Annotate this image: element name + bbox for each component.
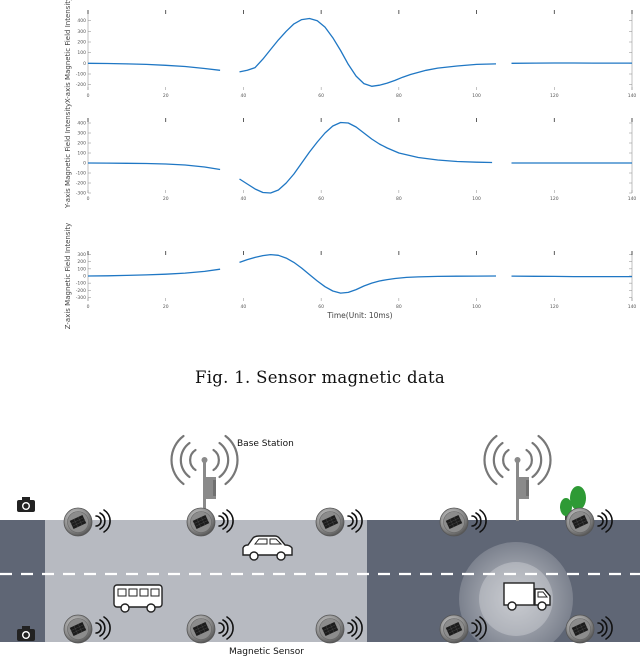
x-tick-label: 140 (628, 93, 637, 99)
y-tick-label: 300 (77, 29, 86, 35)
magnetic-sensor-label: Magnetic Sensor (229, 647, 304, 657)
x-tick-label: 0 (87, 93, 90, 99)
y-tick-label: 300 (77, 252, 86, 258)
x-tick-label: 0 (87, 196, 90, 202)
x-tick-label: 100 (472, 93, 481, 99)
series-line (87, 62, 221, 71)
series-line (239, 121, 493, 194)
y-tick-label: -100 (76, 72, 86, 78)
x-tick-label: 100 (472, 196, 481, 202)
x-tick-label: 40 (241, 196, 247, 202)
x-tick-label: 120 (550, 304, 559, 310)
x-tick-label: 120 (550, 196, 559, 202)
y-tick-label: 400 (77, 121, 86, 127)
y-tick-label: 200 (77, 141, 86, 147)
parking-road-illustration: Base Station (0, 434, 640, 667)
y-tick-label: 100 (77, 151, 86, 157)
y-tick-label: 200 (77, 40, 86, 46)
y-tick-label: -200 (76, 181, 86, 187)
x-tick-label: 80 (396, 304, 402, 310)
figure-caption: Fig. 1. Sensor magnetic data (194, 368, 446, 387)
y-tick-label: 0 (83, 161, 86, 167)
x-tick-label: 60 (318, 93, 324, 99)
y-tick-label: 100 (77, 266, 86, 272)
x-tick-label: 120 (550, 93, 559, 99)
x-tick-label: 0 (87, 304, 90, 310)
y-tick-label: 300 (77, 131, 86, 137)
y-tick-label: -200 (76, 82, 86, 88)
x-tick-label: 80 (396, 196, 402, 202)
x-tick-label: 40 (241, 304, 247, 310)
x-tick-label: 140 (628, 196, 637, 202)
base-station-coverage-zone (45, 473, 367, 667)
series-line (87, 162, 221, 171)
truck-icon (503, 582, 551, 611)
car-icon (242, 535, 293, 561)
y-tick-label: -100 (76, 281, 86, 287)
x-tick-label: 140 (628, 304, 637, 310)
bus-icon (113, 584, 163, 613)
y-axis-label: Y-axis Magnetic Field Intensity (64, 103, 72, 209)
base-station-label: Base Station (237, 439, 294, 449)
base-station-tower-2 (483, 434, 552, 521)
y-axis-label: X-axis Magnetic Field Intensity (64, 0, 72, 103)
y-tick-label: 0 (83, 61, 86, 67)
base-station-tower (170, 434, 239, 521)
camera-icon (17, 497, 35, 512)
series-line (511, 275, 632, 278)
x-tick-label: 40 (241, 93, 247, 99)
tree-icon (560, 486, 586, 520)
x-tick-label: 20 (163, 304, 169, 310)
x-tick-label: 60 (318, 196, 324, 202)
series-line (239, 253, 497, 294)
x-tick-label: 20 (163, 93, 169, 99)
y-tick-label: -300 (76, 295, 86, 301)
x-tick-label: 60 (318, 304, 324, 310)
series-line (87, 268, 221, 277)
y-tick-label: 200 (77, 259, 86, 265)
x-tick-label: 20 (163, 196, 169, 202)
x-tick-label: 80 (396, 93, 402, 99)
y-tick-label: 100 (77, 50, 86, 56)
y-axis-label: Z-axis Magnetic Field Intensity (64, 223, 72, 330)
y-tick-label: -200 (76, 288, 86, 294)
y-tick-label: -100 (76, 171, 86, 177)
x-axis-label: Time(Unit: 10ms) (326, 311, 392, 320)
series-line (239, 17, 497, 87)
y-tick-label: 400 (77, 18, 86, 24)
x-tick-label: 100 (472, 304, 481, 310)
y-tick-label: 0 (83, 274, 86, 280)
y-tick-label: -300 (76, 191, 86, 197)
